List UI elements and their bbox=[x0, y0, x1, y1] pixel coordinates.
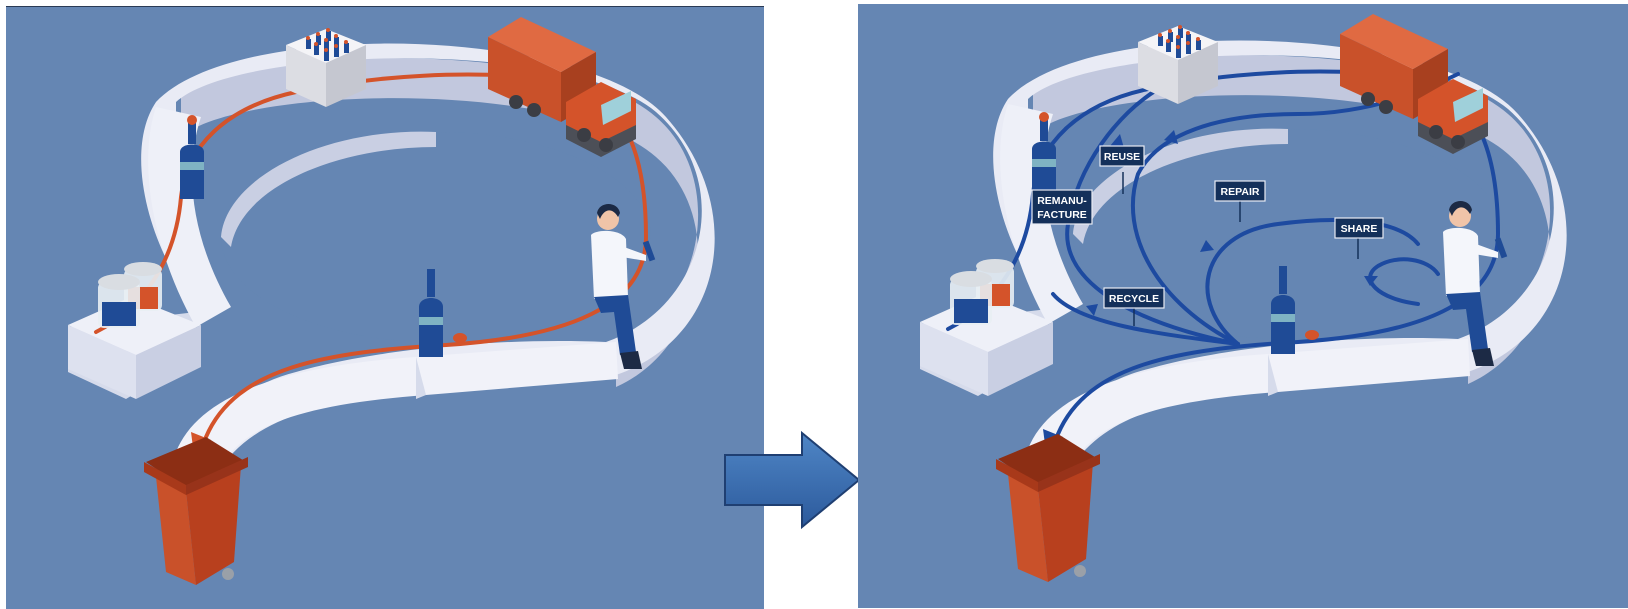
svg-text:REPAIR: REPAIR bbox=[1221, 186, 1260, 198]
linear-economy-illustration bbox=[6, 7, 764, 609]
svg-text:REMANU-: REMANU- bbox=[1037, 195, 1087, 207]
svg-text:FACTURE: FACTURE bbox=[1037, 209, 1087, 221]
trash-bin-icon bbox=[996, 434, 1100, 582]
svg-text:SHARE: SHARE bbox=[1341, 223, 1378, 235]
circular-economy-panel: REUSE REMANU- FACTURE REPAIR SHARE RECYC… bbox=[858, 4, 1628, 608]
circular-economy-illustration: REUSE REMANU- FACTURE REPAIR SHARE RECYC… bbox=[858, 4, 1628, 608]
label-remanufacture: REMANU- FACTURE bbox=[1032, 190, 1092, 224]
svg-text:RECYCLE: RECYCLE bbox=[1109, 293, 1159, 305]
trash-bin-icon bbox=[144, 437, 248, 585]
svg-text:REUSE: REUSE bbox=[1104, 151, 1140, 163]
linear-economy-panel bbox=[6, 6, 764, 609]
right-arrow-icon bbox=[722, 430, 862, 530]
